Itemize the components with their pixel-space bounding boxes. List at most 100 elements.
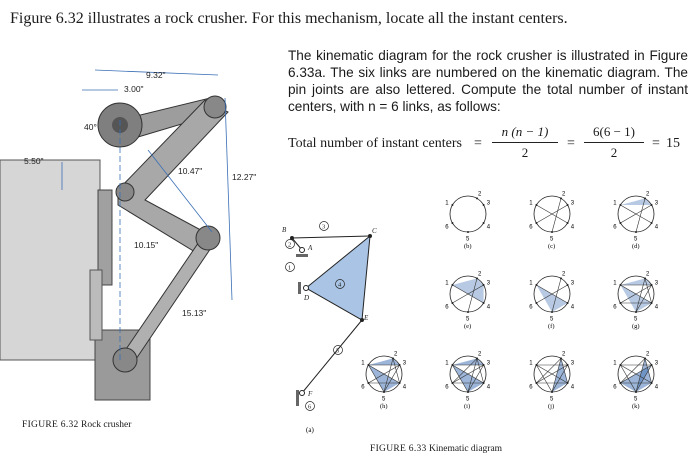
ic-number-5: 5 <box>466 397 470 403</box>
pin-d-drawing <box>115 182 135 202</box>
ic-number-3: 3 <box>487 281 491 287</box>
equation-equals-2: = <box>567 136 575 151</box>
pin-e-drawing <box>195 225 221 251</box>
ic-number-4: 4 <box>487 305 491 311</box>
fraction-general: n (n − 1) 2 <box>492 124 558 161</box>
ground-a <box>296 254 308 257</box>
dim-9-32: 9.32" <box>146 70 166 80</box>
ic-number-5: 5 <box>634 237 638 243</box>
fraction-general-numerator: n (n − 1) <box>501 124 549 139</box>
joint-label-a: A <box>307 244 313 252</box>
ic-number-1: 1 <box>445 201 449 207</box>
link-label-6: 6 <box>308 404 312 411</box>
ic-number-1: 1 <box>529 281 533 287</box>
intro-text: Figure 6.32 illustrates a rock crusher. … <box>10 10 568 27</box>
figure-633-title: Kinematic diagram <box>428 444 503 454</box>
equation-result: 15 <box>666 136 680 151</box>
figure-632-caption: FIGURE 6.32 Rock crusher <box>22 420 131 430</box>
joint-label-f: F <box>307 390 313 398</box>
ic-number-4: 4 <box>487 385 491 391</box>
pin-f <box>299 390 305 396</box>
link-label-3: 3 <box>322 224 325 231</box>
dim-15-13: 15.13" <box>182 308 206 318</box>
ic-number-2: 2 <box>478 192 482 198</box>
ic-number-3: 3 <box>487 361 491 367</box>
body-paragraph: The kinematic diagram for the rock crush… <box>288 48 688 114</box>
ic-number-3: 3 <box>571 201 575 207</box>
ic-number-3: 3 <box>571 281 575 287</box>
ic-number-2: 2 <box>646 192 650 198</box>
dim-10-47: 10.47" <box>178 166 202 176</box>
link-label-4: 4 <box>338 282 342 289</box>
ic-number-3: 3 <box>403 361 407 367</box>
ic-sub-label-d: (d) <box>632 243 640 250</box>
fraction-numeric-numerator: 6(6 − 1) <box>593 124 635 139</box>
ic-number-6: 6 <box>445 225 449 231</box>
ic-number-2: 2 <box>394 352 398 358</box>
pin-c-drawing <box>203 95 227 119</box>
ic-sub-label-g: (g) <box>632 323 640 330</box>
ic-number-1: 1 <box>613 201 617 207</box>
ic-number-2: 2 <box>562 192 566 198</box>
machine-frame <box>0 159 101 361</box>
ic-number-6: 6 <box>445 305 449 311</box>
ic-number-1: 1 <box>445 281 449 287</box>
ic-sub-label-b: (b) <box>464 243 472 250</box>
figure-633-caption: FIGURE 6.33 Kinematic diagram <box>370 444 502 454</box>
ic-number-5: 5 <box>466 237 470 243</box>
figure-632-title: Rock crusher <box>80 420 132 430</box>
link-4-triangle <box>305 234 371 321</box>
ic-number-6: 6 <box>445 385 449 391</box>
pin-b <box>290 236 294 240</box>
dim-5-50: 5.50" <box>24 156 44 166</box>
ic-number-3: 3 <box>655 281 659 287</box>
ic-number-3: 3 <box>571 361 575 367</box>
ic-number-3: 3 <box>487 201 491 207</box>
kinematic-diagram-a: B A C D E F 1 2 3 4 5 6 (a) <box>282 221 377 434</box>
ic-number-2: 2 <box>478 352 482 358</box>
frame-flange <box>97 189 113 286</box>
rock-crusher-drawing: 9.32" 3.00" 40° 5.50" 10.47" 12.27" 10.1… <box>0 69 256 401</box>
link-5-line <box>301 319 363 394</box>
ic-number-2: 2 <box>478 272 482 278</box>
pin-f-drawing <box>112 347 138 373</box>
ground-f <box>296 390 299 406</box>
dim-3-00: 3.00" <box>124 84 144 94</box>
ic-number-6: 6 <box>613 385 617 391</box>
ic-number-1: 1 <box>445 361 449 367</box>
pin-a <box>299 247 305 253</box>
joint-label-d: D <box>303 294 309 302</box>
pin-e <box>360 318 364 322</box>
link-3-line <box>291 235 371 239</box>
ic-sub-label-c: (c) <box>548 243 555 250</box>
ic-number-1: 1 <box>613 281 617 287</box>
ic-number-5: 5 <box>550 237 554 243</box>
ic-number-2: 2 <box>646 352 650 358</box>
link-label-5: 5 <box>336 348 339 355</box>
ic-sub-label-e: (e) <box>464 323 471 330</box>
equation-equals-1: = <box>474 136 482 151</box>
ic-number-5: 5 <box>634 317 638 323</box>
dim-12-27: 12.27" <box>232 172 256 182</box>
ic-number-2: 2 <box>562 352 566 358</box>
ic-number-5: 5 <box>550 317 554 323</box>
ic-number-2: 2 <box>562 272 566 278</box>
ic-number-6: 6 <box>613 225 617 231</box>
ground-d <box>298 282 301 294</box>
joint-label-b: B <box>282 226 287 234</box>
frame-slot <box>89 269 103 341</box>
sub-label-a: (a) <box>306 426 314 434</box>
ic-number-4: 4 <box>655 305 659 311</box>
ic-number-4: 4 <box>655 225 659 231</box>
pin-c <box>368 234 372 238</box>
fraction-general-denominator: 2 <box>521 145 529 160</box>
ic-number-3: 3 <box>655 361 659 367</box>
ic-sub-label-i: (i) <box>464 403 470 410</box>
